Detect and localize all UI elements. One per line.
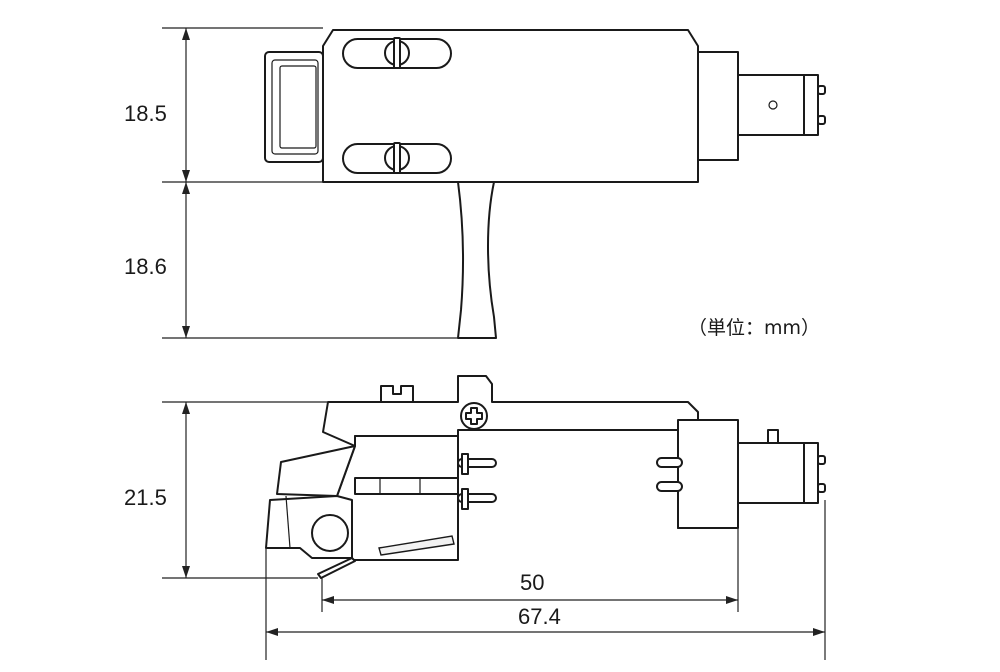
side-view (265, 375, 826, 579)
stylus-guard (378, 535, 455, 556)
stylus-cantilever (317, 557, 356, 579)
cartridge-band (354, 477, 459, 495)
dim-pitch-length: 50 (520, 570, 544, 595)
top-dimension-lines (162, 27, 458, 339)
dim-top-lower-height: 18.6 (124, 254, 167, 279)
dim-side-height: 21.5 (124, 485, 167, 510)
stylus-housing (311, 514, 349, 552)
mounting-slot-upper (342, 37, 452, 69)
cartridge-pins (457, 453, 497, 510)
mounting-slot-lower (342, 142, 452, 174)
length-dimension-lines (265, 500, 826, 660)
finger-lift (457, 181, 497, 339)
cartridge-front-block (264, 51, 324, 163)
unit-label: （単位：mm） (688, 317, 820, 339)
side-height-dimension-lines (162, 401, 328, 579)
top-tab (380, 385, 414, 403)
dim-overall-length: 67.4 (518, 604, 561, 629)
mounting-screw (460, 402, 488, 430)
rear-connector-top (697, 51, 826, 161)
top-view (264, 29, 826, 339)
dim-top-upper-height: 18.5 (124, 101, 167, 126)
rear-connector-side (656, 419, 826, 529)
